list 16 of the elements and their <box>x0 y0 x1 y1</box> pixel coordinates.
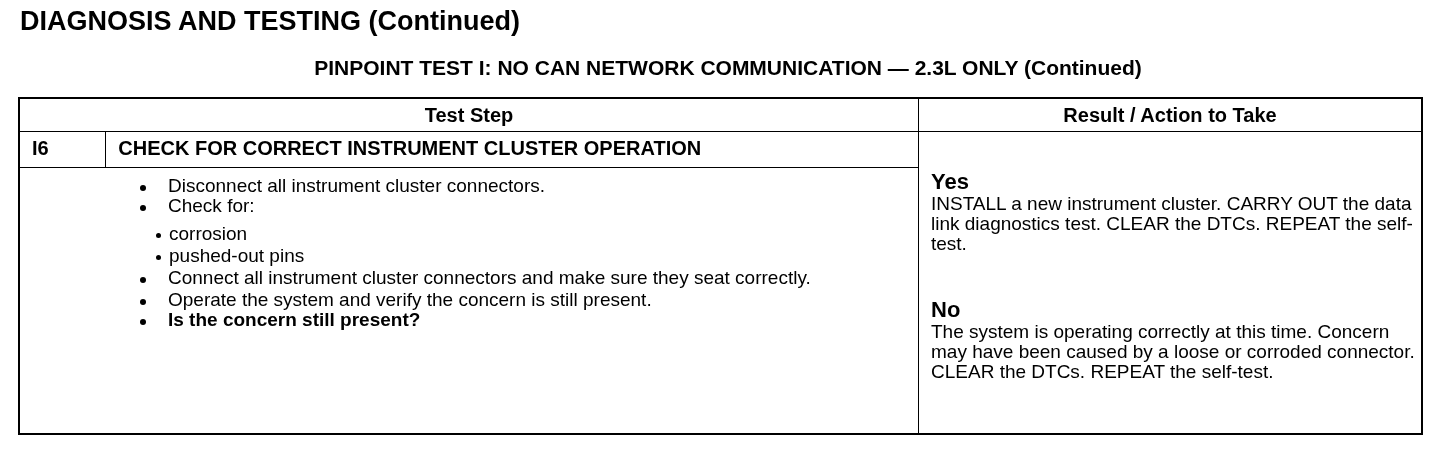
step-instruction: Disconnect all instrument cluster connectors. <box>168 176 545 196</box>
step-instruction: Connect all instrument cluster connectors and make sure they seat correctly. <box>168 268 811 288</box>
result-heading: No <box>931 298 962 322</box>
step-instruction: pushed-out pins <box>169 246 305 266</box>
step-instruction: Check for: <box>168 196 255 216</box>
step-number: I6 <box>31 136 50 161</box>
step-instruction: Is the concern still present? <box>168 310 421 330</box>
test-title: PINPOINT TEST I: NO CAN NETWORK COMMUNICATION — 2.3L ONLY (Continued) <box>313 56 1143 80</box>
step-heading: CHECK FOR CORRECT INSTRUMENT CLUSTER OPERATION <box>117 136 703 161</box>
step-instruction: Operate the system and verify the concern is still present. <box>168 290 652 310</box>
action-text: The system is operating correctly at this time. Concern may have been caused by a loose or corroded connector. CLEAR the DTCs. REPEAT the self-test. <box>931 322 1415 382</box>
action-text: INSTALL a new instrument cluster. CARRY OUT the data link diagnostics test. CLEAR the DTCs. REPEAT the self-test. <box>931 194 1414 254</box>
result-heading: Yes <box>931 170 970 194</box>
step-instruction: corrosion <box>169 224 248 244</box>
page-heading: DIAGNOSIS AND TESTING (Continued) <box>20 6 520 37</box>
column-header: Test Step <box>19 98 919 132</box>
